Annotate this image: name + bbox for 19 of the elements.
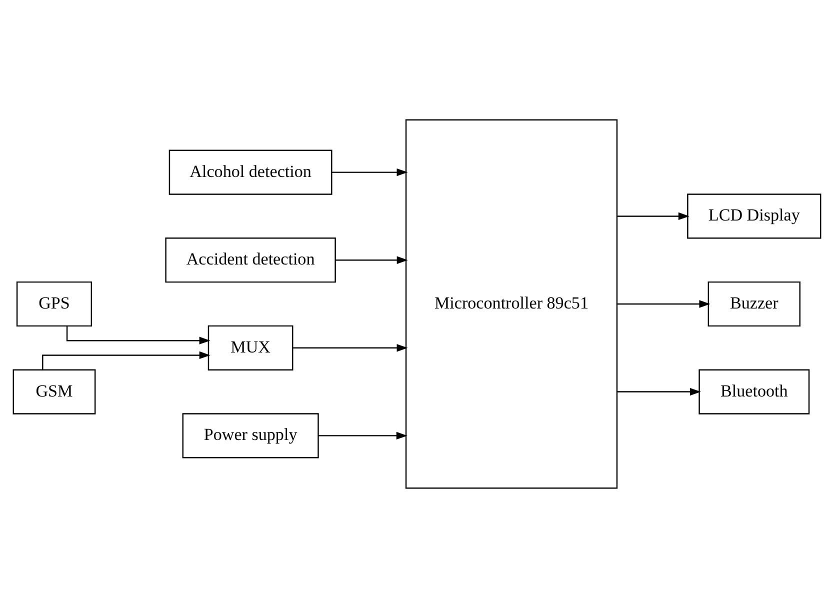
arrow [332,168,408,176]
node-box: Alcohol detection [168,149,332,194]
arrow [66,326,210,344]
node-box: GPS [16,280,92,326]
arrow [336,256,408,264]
node-box: LCD Display [687,193,822,238]
node-box: Power supply [182,412,319,458]
node-box: GSM [12,368,96,414]
arrow [318,431,408,440]
arrow [617,212,690,220]
node-box: Buzzer [708,280,800,326]
node-box: Microcontroller 89c51 [405,118,618,488]
node-box: Bluetooth [698,368,810,414]
arrow [617,387,701,396]
node-box: Accident detection [165,237,336,282]
node-box: MUX [208,324,294,370]
arrow [293,344,408,352]
arrow [617,300,710,308]
arrow [42,350,210,370]
